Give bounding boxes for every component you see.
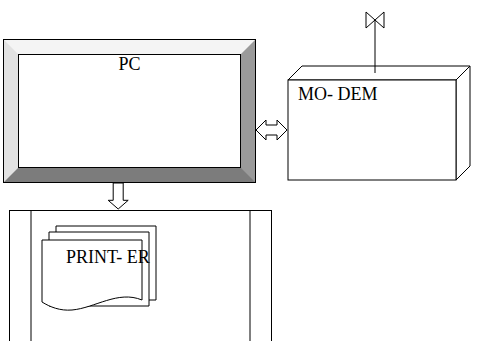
node-label: PRINT- ER — [66, 247, 271, 268]
node-label: PC — [18, 54, 241, 75]
antenna-mast — [375, 20, 376, 73]
hollow-arrow — [108, 183, 128, 209]
modem-side — [456, 66, 470, 180]
antenna-symbol — [366, 12, 375, 28]
printer-box: PRINT- ER — [9, 210, 272, 341]
modem-front — [288, 80, 456, 180]
modem-top — [288, 66, 470, 80]
antenna-symbol — [375, 12, 384, 28]
node-label: MO- DEM — [298, 84, 446, 105]
modem-box: MO- DEM — [288, 80, 456, 180]
printer-frame — [250, 210, 251, 341]
printer-frame — [31, 210, 32, 341]
computer-box: PC — [4, 40, 255, 182]
hollow-arrow — [256, 120, 287, 140]
